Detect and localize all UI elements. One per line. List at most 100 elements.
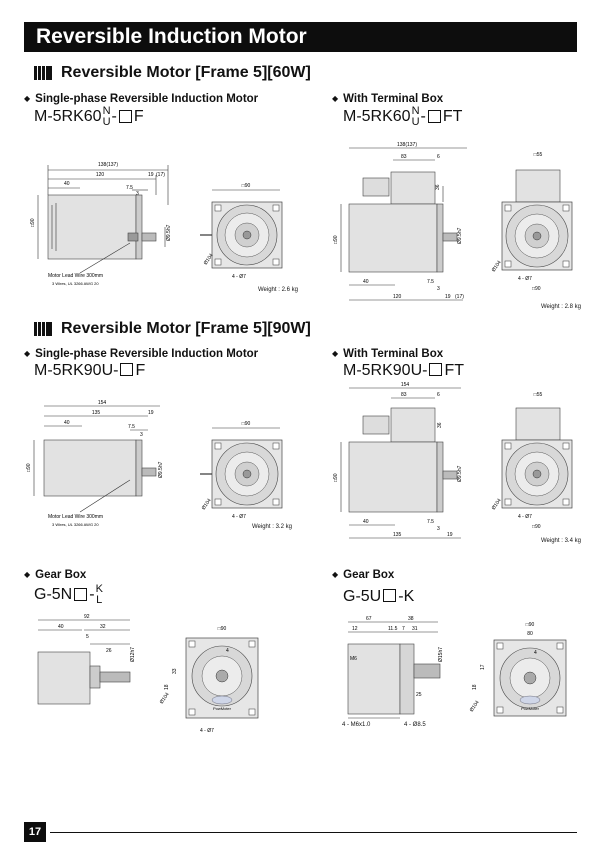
model-bottom: U [102,116,111,128]
gear2-dim-67: 67 [366,616,372,622]
m60t-dim-40: 40 [363,279,369,285]
m90-dim-shaft: Ø9.5h7 [158,461,164,478]
section-bars-icon [34,320,53,338]
m60t-weight: Weight : 2.8 kg [541,304,581,310]
powmoter-logo-icon [519,695,541,705]
m90-lead: Motor Lead Wire 300mm [48,514,103,520]
gear2-dim-115: 11.5 [388,626,398,632]
m60-dim-40: 40 [64,181,70,187]
page-header-bar: Reversible Induction Motor [24,22,577,52]
gear2-dim-7: 7 [402,626,405,632]
gear1-holes: 4 - Ø7 [200,728,214,734]
m90t-dim-6: 6 [437,392,440,398]
m90t-dim-body: 135 [393,532,402,538]
m60-dim-body: 120 [96,172,105,178]
model-tail: F [135,362,146,379]
model-prefix: G-5U [343,588,382,605]
gear2-dim-17: 17 [480,664,486,670]
gear1-dim-18: 18 [164,684,170,690]
gear2-holes1: 4 - M6x1.0 [342,722,371,728]
m60-weight: Weight : 2.6 kg [258,287,298,293]
m90-pcd: Ø104 [201,498,213,512]
model-top: N [411,105,420,117]
m90-dim-75: 7.5 [128,424,135,430]
section-title-60w: Reversible Motor [Frame 5][60W] [34,64,311,82]
subtitle-m60: Single-phase Reversible Induction Motor [24,93,258,105]
footer-rule [50,832,577,833]
m90t-dim-83: 83 [401,392,407,398]
model-top: K [95,583,103,595]
m90t-weight: Weight : 3.4 kg [541,538,581,544]
box-glyph-icon [118,109,132,123]
subtitle-gear2: Gear Box [332,569,394,581]
m60t-front-drawing: □55 Ø104 4 - Ø7 □90 [491,152,573,292]
gear1-front-frame: □90 [218,626,227,632]
m90t-dim-3: 3 [437,526,440,532]
m60-front-drawing: □90 Ø104 4 - Ø7 [200,183,283,280]
m90t-dim-40: 40 [363,519,369,525]
gear1-front-drawing: □90 PowMoter 33 18 4 Ø104 4 - Ø7 [159,626,259,734]
m90-lead-spec: 3 Wires, UL 3266 AWG 20 [52,522,99,527]
m60-side-drawing: 138(137) 120 19 (17) 40 7.5 3 □90 Ø9.5h7… [30,162,172,286]
m60-front-frame: □90 [242,183,251,189]
box-glyph-icon [427,109,441,123]
m90t-dim-total: 154 [401,382,410,388]
m60t-front-frame: □90 [532,286,541,292]
gear1-dim-26: 26 [106,648,112,654]
m60-lead: Motor Lead Wire 300mm [48,273,103,279]
m60-dim-front: 19 [148,172,154,178]
section-title-text: Reversible Motor [Frame 5][60W] [61,64,311,82]
m60t-box: □55 [534,152,543,158]
gear2-dim-25: 25 [416,692,422,698]
model-tail: FT [444,362,465,379]
gear2-dim-38: 38 [408,616,414,622]
gear1-brand: PowMoter [213,706,232,711]
m90t-dim-front: 19 [447,532,453,538]
gear2-side-drawing: 12 67 38 11.5 7 31 Ø15h7 M6 25 [347,616,444,719]
m90t-side-drawing: 154 83 6 36 □90 Ø9.5h7 40 7.5 3 135 19 [333,382,463,539]
gear2-dim-80: 80 [527,631,533,637]
gear2-dim-m6: M6 [350,656,357,662]
model-mid: - [89,586,95,604]
section-title-text: Reversible Motor [Frame 5][90W] [61,320,311,338]
m60t-dim-6: 6 [437,154,440,160]
page-number: 17 [24,822,46,842]
model-tail: -K [398,588,415,605]
m90-dim-body: 135 [92,410,101,416]
m60-dim-paren: (17) [156,172,165,178]
m60t-dim-body: 120 [393,294,402,300]
m60-dim-shaft: Ø9.5h7 [166,224,172,241]
m60t-dim-75: 7.5 [427,279,434,285]
m60-holes: 4 - Ø7 [232,274,246,280]
m60-dim-75: 7.5 [126,185,133,191]
m60-lead-spec: 3 Wires, UL 3266 AWG 20 [52,281,99,286]
m60-dim-total: 138(137) [98,162,118,168]
m90t-holes: 4 - Ø7 [518,514,532,520]
m60-dim-frame: □90 [30,218,36,227]
model-bottom: U [411,116,420,128]
m60t-dim-3: 3 [437,286,440,292]
model-gear2: G-5U -K [343,588,414,606]
m90-dim-front: 19 [148,410,154,416]
gear1-dim-5: 5 [86,634,89,640]
gear2-dim-18: 18 [472,684,478,690]
model-prefix: M-5RK90U- [34,362,119,379]
m90t-dim-75: 7.5 [427,519,434,525]
gear1-dim-92: 92 [84,614,90,620]
m60t-holes: 4 - Ø7 [518,276,532,282]
m90-front-frame: □90 [242,421,251,427]
gear1-dim-40: 40 [58,624,64,630]
gear1-pcd: Ø104 [159,692,171,706]
model-bottom: L [96,594,103,606]
m60t-dim-shaft: Ø9.5h7 [457,227,463,244]
page-title: Reversible Induction Motor [36,25,307,48]
m60t-dim-total: 138(137) [397,142,417,148]
m90-dim-3: 3 [140,432,143,438]
gear2-brand: PowMoter [521,706,540,711]
m90t-front-drawing: □55 Ø104 4 - Ø7 □90 [491,392,573,530]
